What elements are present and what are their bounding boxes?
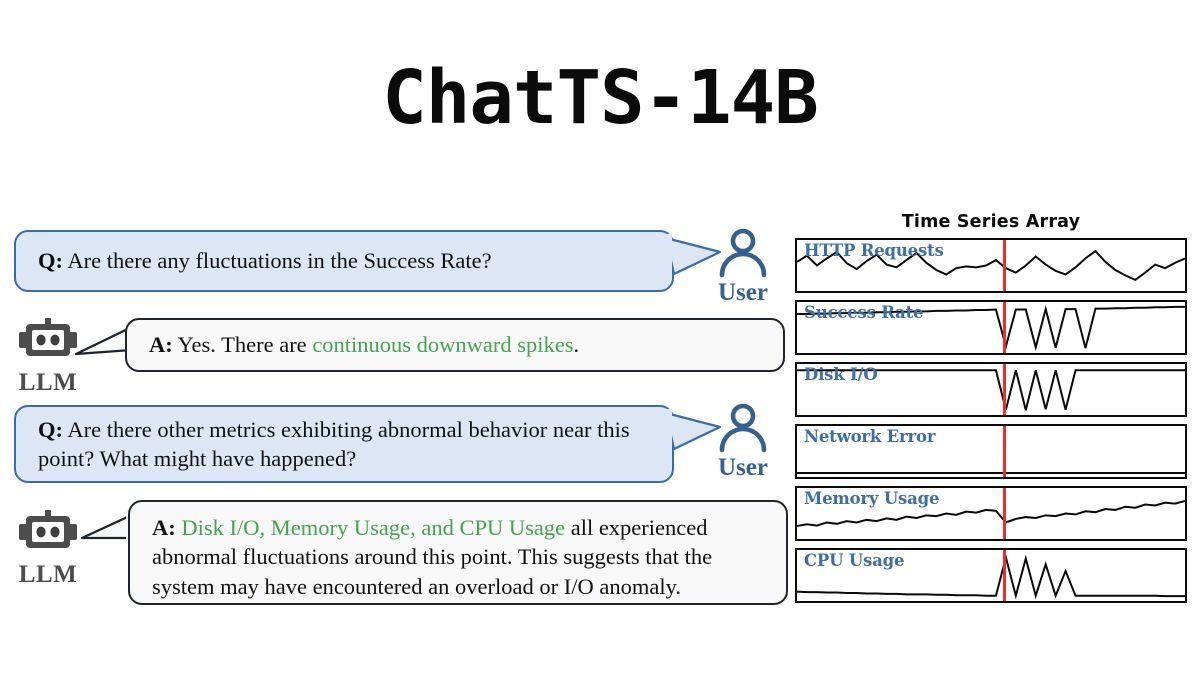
series-line <box>797 302 1185 353</box>
bubble-lead-1: Q: <box>38 248 63 274</box>
anomaly-marker-line <box>1002 488 1007 539</box>
series-label: Disk I/O <box>804 365 878 384</box>
series-line <box>797 240 1185 291</box>
bubble-seg-2-2: . <box>573 332 580 358</box>
answer-bubble-1[interactable]: A: Yes. There are continuous downward sp… <box>125 318 785 372</box>
bubble-text-4: A: Disk I/O, Memory Usage, and CPU Usage… <box>152 515 712 599</box>
question-bubble-1[interactable]: Q: Are there any fluctuations in the Suc… <box>14 230 674 292</box>
person-icon <box>697 228 789 278</box>
anomaly-marker-line <box>1002 302 1007 353</box>
time-series-row[interactable]: Memory Usage <box>795 486 1187 541</box>
anomaly-marker-line <box>1002 550 1007 601</box>
avatar-user-2: User <box>697 403 789 480</box>
series-label: Success Rate <box>804 303 924 322</box>
bubble-tail-1 <box>664 234 726 286</box>
time-series-row[interactable]: HTTP Requests <box>795 238 1187 293</box>
avatar-llm-2: LLM <box>2 510 94 587</box>
series-label: Memory Usage <box>804 489 940 508</box>
avatar-llm-label-1: LLM <box>18 369 78 396</box>
avatar-llm-label-2: LLM <box>18 561 78 588</box>
series-line <box>797 426 1185 477</box>
bubble-lead-2: A: <box>149 332 173 358</box>
avatar-user-label-2: User <box>718 454 768 481</box>
avatar-llm-1: LLM <box>2 318 94 395</box>
page-title: ChatTS-14B <box>382 55 819 141</box>
time-series-row[interactable]: Success Rate <box>795 300 1187 355</box>
avatar-user-label-1: User <box>718 279 768 306</box>
bubble-tail-3 <box>664 409 726 461</box>
question-bubble-2[interactable]: Q: Are there other metrics exhibiting ab… <box>14 405 674 483</box>
time-series-row[interactable]: CPU Usage <box>795 548 1187 603</box>
series-label: HTTP Requests <box>804 241 944 260</box>
avatar-user-1: User <box>697 228 789 305</box>
series-line <box>797 550 1185 601</box>
bubble-text-3: Q: Are there other metrics exhibiting ab… <box>38 415 654 474</box>
time-series-title: Time Series Array <box>901 212 1081 232</box>
bubble-seg-4-0: Disk I/O, Memory Usage, and CPU Usage <box>175 515 566 540</box>
anomaly-marker-line <box>1002 240 1007 291</box>
bubble-lead-3: Q: <box>38 416 63 442</box>
conversation-panel: Q: Are there any fluctuations in the Suc… <box>0 228 800 628</box>
bubble-seg-4-1: all experienced abnormal fluctuations ar… <box>152 515 713 599</box>
series-line <box>797 488 1185 539</box>
bubble-seg-3-0: Are there other metrics exhibiting abnor… <box>38 416 630 471</box>
bubble-seg-2-0: Yes. There are <box>172 332 313 358</box>
robot-icon <box>2 510 94 560</box>
series-line <box>797 364 1185 415</box>
robot-icon <box>2 318 94 368</box>
bubble-seg-2-1: continuous downward spikes <box>312 332 574 358</box>
time-series-row[interactable]: Disk I/O <box>795 362 1187 417</box>
series-label: Network Error <box>804 427 936 446</box>
series-label: CPU Usage <box>804 551 905 570</box>
anomaly-marker-line <box>1002 364 1007 415</box>
time-series-row[interactable]: Network Error <box>795 424 1187 479</box>
bubble-seg-1-0: Are there any fluctuations in the Succes… <box>63 248 492 274</box>
anomaly-marker-line <box>1002 426 1007 477</box>
person-icon <box>697 403 789 453</box>
bubble-lead-4: A: <box>152 515 176 540</box>
answer-bubble-2[interactable]: A: Disk I/O, Memory Usage, and CPU Usage… <box>128 500 788 605</box>
bubble-text-2: A: Yes. There are continuous downward sp… <box>149 330 579 359</box>
bubble-text-1: Q: Are there any fluctuations in the Suc… <box>38 246 492 275</box>
